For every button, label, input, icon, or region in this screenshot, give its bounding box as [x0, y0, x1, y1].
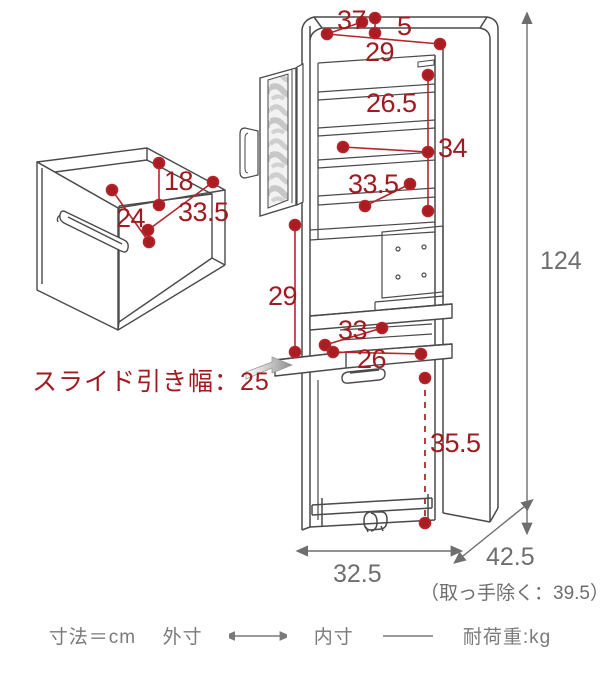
dimension-label-slide-shelf-depth: 33: [338, 315, 368, 345]
depth-exclusion-note: （取っ手除く：39.5）: [420, 583, 600, 604]
dimension-label-top-shelf-width: 37: [337, 5, 367, 35]
dimension-label-lower-door-height: 35.5: [430, 428, 481, 458]
arrow-double-icon: [224, 630, 292, 641]
dimension-label-top-gap: 5: [397, 11, 412, 41]
dimension-label-shelf-depth: 33.5: [348, 169, 399, 199]
line-plain-icon: [383, 634, 434, 637]
dimension-label-drawer-height: 24: [116, 203, 146, 233]
dimension-label-upper-section-height: 34: [438, 133, 468, 163]
dimension-label-slide-shelf-width: 26: [357, 344, 387, 374]
dimension-label-total-depth: 42.5: [486, 543, 535, 571]
legend-inner-label: 内寸: [313, 627, 354, 648]
dimension-label-upper-inner-width: 29: [365, 37, 395, 67]
dimension-label-middle-open-height: 29: [268, 281, 298, 311]
legend-outer-label: 外寸: [162, 627, 203, 648]
dimension-label-drawer-width: 33.5: [178, 197, 229, 227]
legend-unit: 寸法＝cm: [48, 627, 137, 648]
dimension-label-total-width: 32.5: [333, 560, 382, 588]
slide-arrow-icon: [245, 356, 294, 380]
legend-row: 寸法＝cm 外寸 内寸 耐荷重:kg: [0, 622, 600, 649]
dimension-label-shelf-spacing: 26.5: [366, 88, 417, 118]
dimension-label-drawer-depth: 18: [164, 166, 194, 196]
dimension-label-total-height: 124: [540, 247, 582, 275]
legend-load-label: 耐荷重:kg: [462, 627, 552, 648]
slide-width-label: スライド引き幅：25: [32, 368, 270, 396]
